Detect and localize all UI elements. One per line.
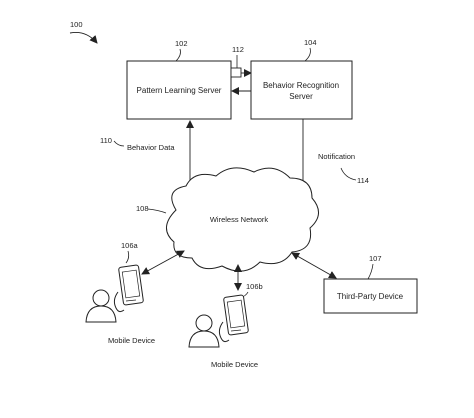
figure-ref-arrow: [69, 32, 98, 44]
behavior-data-ref: 110: [100, 136, 112, 145]
mobile-a-label: Mobile Device: [108, 336, 155, 345]
behavior-server-ref: 104: [304, 38, 317, 47]
mobile-a-network-arrow: [141, 250, 185, 275]
link-ref: 112: [232, 45, 244, 54]
behavior-data-label: Behavior Data: [127, 143, 175, 152]
wireless-network-cloud: [166, 167, 319, 272]
behavior-recognition-server-label-line2: Server: [289, 92, 313, 101]
mobile-a-user-icon: [85, 289, 117, 323]
mobile-b-ref: 106b: [246, 282, 263, 291]
notification-ref-leader: [340, 167, 357, 181]
behavior-recognition-server-box: [250, 60, 353, 120]
link-connector-box: [230, 67, 242, 78]
network-ref-leader: [147, 208, 167, 214]
mobile-b-user-icon: [188, 314, 220, 348]
third-party-device-label: Third-Party Device: [337, 292, 404, 301]
third-party-network-arrow: [291, 252, 337, 279]
pattern-learning-server-label: Pattern Learning Server: [137, 86, 222, 95]
wireless-network-label: Wireless Network: [210, 215, 269, 224]
third-party-ref: 107: [369, 254, 382, 263]
mobile-a-phone-icon: [113, 264, 144, 313]
figure-ref-label: 100: [70, 20, 83, 29]
behavior-recognition-server-label-line1: Behavior Recognition: [263, 81, 339, 90]
third-party-ref-leader: [367, 263, 374, 280]
notification-ref: 114: [357, 176, 369, 185]
third-party-device-box: [323, 278, 418, 314]
mobile-a-ref: 106a: [121, 241, 139, 250]
mobile-b-phone-icon: [218, 294, 249, 343]
behavior-server-ref-leader: [304, 47, 311, 62]
notification-label: Notification: [318, 152, 355, 161]
behavior-data-ref-leader: [113, 140, 125, 147]
mobile-a-ref-leader: [125, 250, 130, 264]
pattern-server-ref-leader: [175, 48, 181, 62]
pattern-learning-server-box: [126, 60, 232, 120]
mobile-b-label: Mobile Device: [211, 360, 258, 369]
pattern-server-ref: 102: [175, 39, 188, 48]
network-ref: 108: [136, 204, 149, 213]
